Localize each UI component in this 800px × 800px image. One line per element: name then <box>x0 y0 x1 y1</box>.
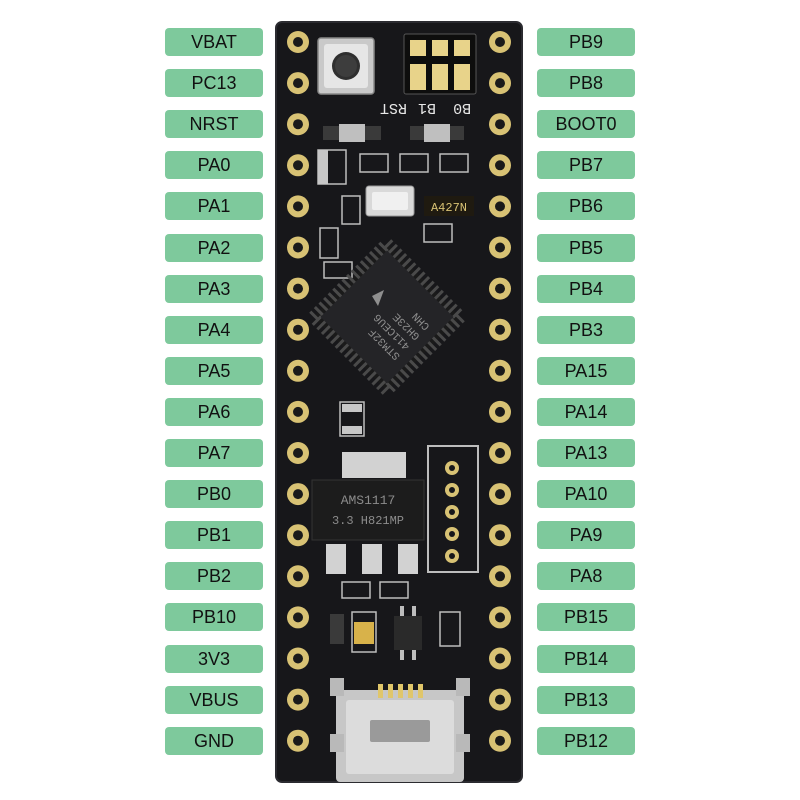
usb-connector <box>330 678 470 782</box>
pin-hole <box>293 324 303 335</box>
pin-label-pa14: PA14 <box>537 397 635 426</box>
pin-hole <box>293 201 303 212</box>
pin-hole <box>495 201 505 212</box>
pin-hole <box>495 653 505 664</box>
pin-hole <box>495 489 505 500</box>
pin-hole <box>293 735 303 746</box>
pin-hole <box>495 530 505 541</box>
pin-label-pb6: PB6 <box>537 192 635 221</box>
pin-hole <box>495 365 505 376</box>
jumper-label-b1: B1 <box>418 99 436 116</box>
pin-label-pb10: PB10 <box>165 603 263 632</box>
pin-hole <box>495 571 505 582</box>
pin-label-pb1: PB1 <box>165 521 263 550</box>
crystal-marking: A427N <box>424 196 474 216</box>
pin-hole <box>293 242 303 253</box>
pin-label-pb15: PB15 <box>537 603 635 632</box>
pin-hole <box>293 571 303 582</box>
regulator-marking-line2: 3.3 H821MP <box>332 514 404 528</box>
pin-hole <box>495 283 505 294</box>
pin-hole <box>293 448 303 458</box>
smd-components-bottom <box>330 606 422 660</box>
pin-label-pb13: PB13 <box>537 685 635 714</box>
pin-label-pb14: PB14 <box>537 644 635 673</box>
pin-hole <box>293 694 303 705</box>
swd-header <box>427 445 479 573</box>
pin-hole <box>495 448 505 458</box>
voltage-regulator: AMS1117 3.3 H821MP <box>311 452 425 574</box>
pin-label-pa3: PA3 <box>165 274 263 303</box>
pin-label-pa15: PA15 <box>537 356 635 385</box>
pin-label-pa9: PA9 <box>537 521 635 550</box>
pin-label-pa4: PA4 <box>165 315 263 344</box>
pin-hole <box>495 160 505 171</box>
pin-label-pb9: PB9 <box>537 28 635 56</box>
board-body <box>276 22 522 782</box>
led-right <box>410 124 464 142</box>
pin-label-vbat: VBAT <box>165 28 263 56</box>
crystal <box>365 185 415 217</box>
right-header-pads <box>489 31 511 752</box>
mcu-chip: STM32F 411CEU6 GH23E CHN <box>304 234 470 400</box>
regulator-marking-line1: AMS1117 <box>341 493 396 508</box>
pin-hole <box>293 283 303 294</box>
pin-label-pc13: PC13 <box>165 69 263 98</box>
pin-hole <box>495 735 505 746</box>
pin-hole <box>293 530 303 541</box>
pin-hole <box>495 242 505 253</box>
pin-hole <box>293 489 303 500</box>
pin-label-vbus: VBUS <box>165 685 263 714</box>
pin-label-pa7: PA7 <box>165 439 263 467</box>
pin-hole <box>293 78 303 89</box>
left-header-pads <box>287 31 309 752</box>
pin-hole <box>495 324 505 335</box>
pin-hole <box>293 160 303 171</box>
pin-label-boot0: BOOT0 <box>537 110 635 139</box>
pin-label-pa10: PA10 <box>537 480 635 509</box>
pin-hole <box>495 406 505 417</box>
crystal-marking-text: A427N <box>431 201 467 215</box>
pin-hole <box>495 78 505 89</box>
pin-label-pa6: PA6 <box>165 397 263 426</box>
pin-label-pa2: PA2 <box>165 233 263 262</box>
pin-label-pb5: PB5 <box>537 233 635 262</box>
pin-hole <box>495 694 505 705</box>
pin-label-pb12: PB12 <box>537 726 635 755</box>
pin-hole <box>293 612 303 623</box>
pin-label-pa1: PA1 <box>165 192 263 221</box>
pin-label-pb7: PB7 <box>537 151 635 180</box>
pin-label-nrst: NRST <box>165 110 263 139</box>
pin-label-pb2: PB2 <box>165 562 263 591</box>
pin-label-pa5: PA5 <box>165 356 263 385</box>
pin-hole <box>293 653 303 664</box>
pin-hole <box>495 119 505 130</box>
pin-hole <box>293 37 303 47</box>
pin-label-pb8: PB8 <box>537 69 635 98</box>
pin-hole <box>495 612 505 623</box>
pin-label-pa13: PA13 <box>537 439 635 467</box>
pin-hole <box>293 406 303 417</box>
pin-hole <box>495 37 505 47</box>
jumper-labels: B0 B1 RST <box>380 99 471 116</box>
st-logo-icon <box>372 290 384 306</box>
pin-label-gnd: GND <box>165 726 263 755</box>
pin-hole <box>293 119 303 130</box>
pin-hole <box>293 365 303 376</box>
boot-jumper-header <box>403 33 477 95</box>
smd-components-top <box>317 149 469 647</box>
pin-label-pa0: PA0 <box>165 151 263 180</box>
pin-label-3v3: 3V3 <box>165 644 263 673</box>
led-left <box>323 124 381 142</box>
pin-label-pb0: PB0 <box>165 480 263 509</box>
jumper-label-b0: B0 <box>453 99 471 116</box>
jumper-label-rst: RST <box>380 99 407 116</box>
reset-button <box>317 37 375 95</box>
pin-label-pa8: PA8 <box>537 562 635 591</box>
pin-label-pb3: PB3 <box>537 315 635 344</box>
pin-label-pb4: PB4 <box>537 274 635 303</box>
